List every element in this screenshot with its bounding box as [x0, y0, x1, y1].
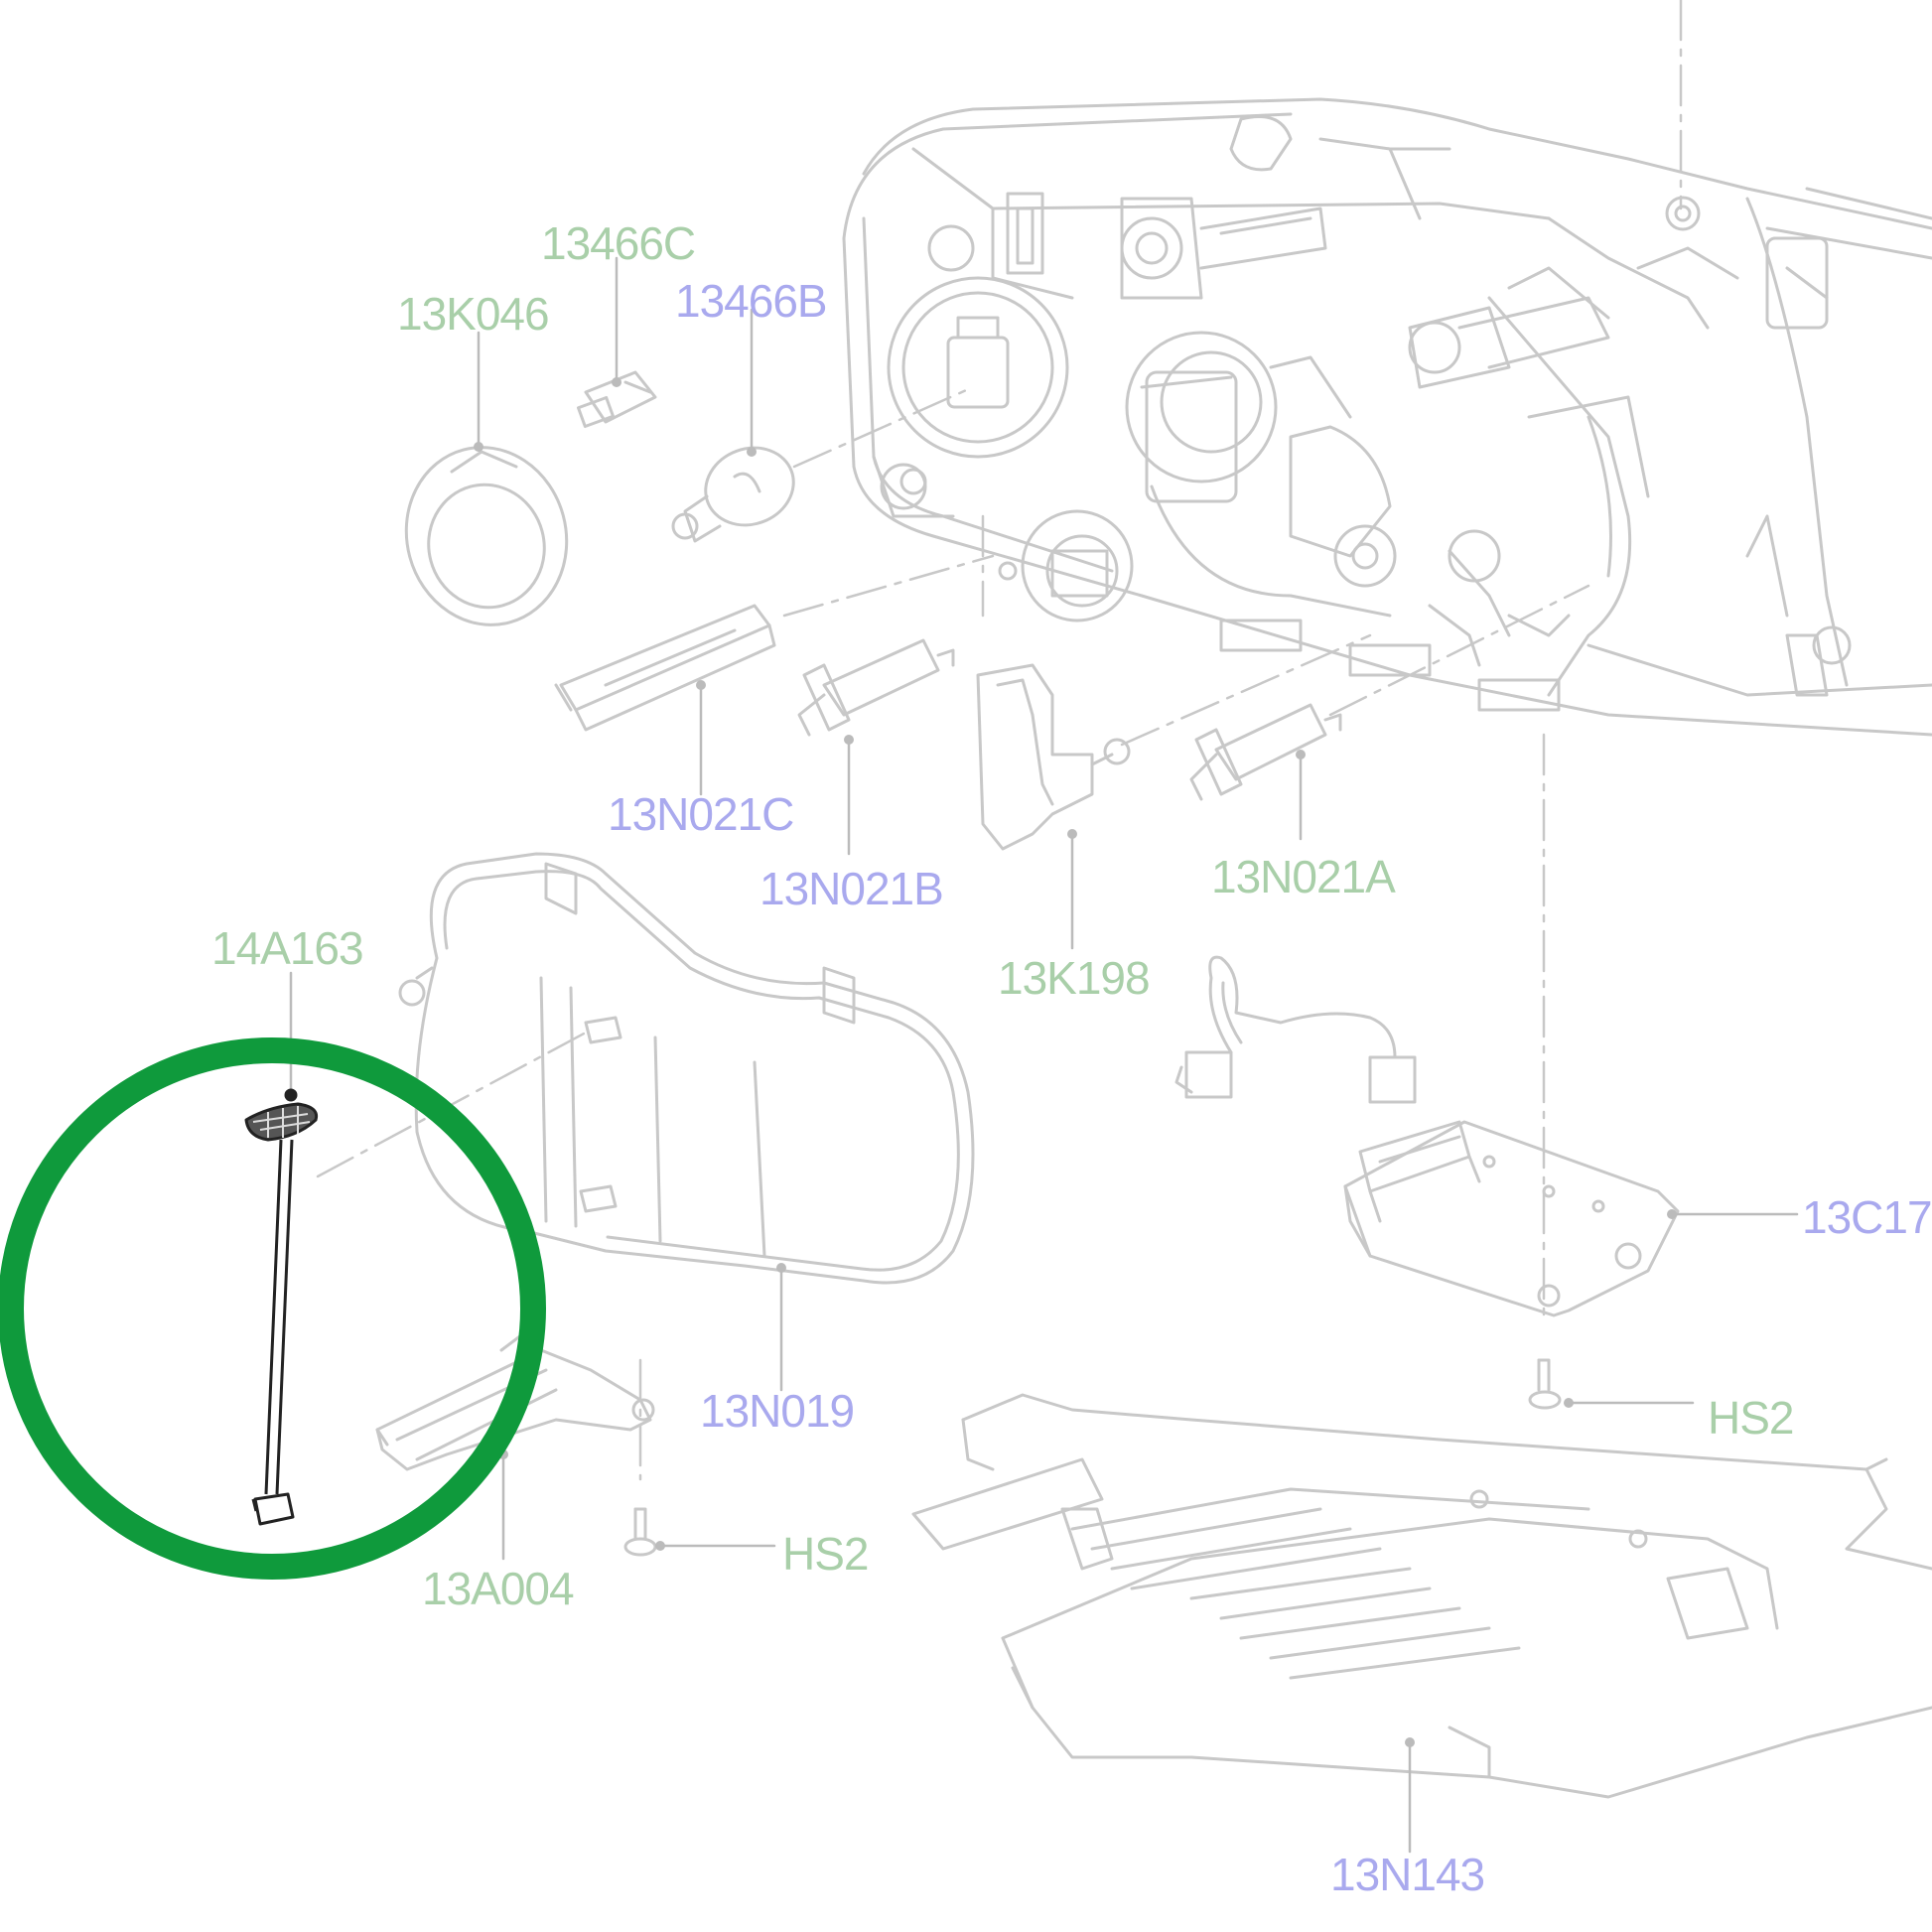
part-13N143-tray[interactable]	[911, 1393, 1932, 1799]
part-13466B-bulb[interactable]	[671, 436, 804, 543]
label-HS2-right[interactable]: HS2	[1708, 1392, 1794, 1444]
part-13K198-actuator[interactable]	[976, 663, 1131, 851]
part-13N019-cover[interactable]	[398, 852, 975, 1285]
label-14A163[interactable]: 14A163	[211, 922, 364, 974]
part-HS2-screw-right[interactable]	[1528, 1358, 1562, 1410]
label-13N019[interactable]: 13N019	[700, 1385, 855, 1437]
highlight-circle	[0, 1037, 546, 1580]
part-HS2-screw-left[interactable]	[623, 1507, 657, 1557]
part-13K046-cap[interactable]	[386, 429, 586, 642]
label-13A004[interactable]: 13A004	[422, 1563, 575, 1614]
label-HS2-left[interactable]: HS2	[782, 1528, 869, 1580]
label-13466C[interactable]: 13466C	[541, 217, 696, 269]
label-13K198[interactable]: 13K198	[998, 952, 1151, 1004]
label-13466B[interactable]: 13466B	[675, 275, 828, 327]
wiring-lead[interactable]	[1174, 955, 1417, 1104]
label-13C17[interactable]: 13C17	[1802, 1191, 1932, 1243]
label-13N021C[interactable]: 13N021C	[608, 788, 794, 840]
part-13N021B-bulb[interactable]	[797, 638, 955, 737]
label-13N143[interactable]: 13N143	[1330, 1849, 1485, 1900]
label-13K046[interactable]: 13K046	[397, 288, 550, 340]
part-14A163-harness[interactable]	[244, 1088, 319, 1526]
label-13N021B[interactable]: 13N021B	[759, 863, 944, 914]
part-13N021C-bulb[interactable]	[554, 604, 776, 732]
part-13C17-ballast[interactable]	[1343, 1120, 1680, 1317]
label-13N021A[interactable]: 13N021A	[1211, 851, 1396, 902]
headlamp-housing[interactable]	[842, 97, 1932, 737]
part-13N021A-bulb[interactable]	[1189, 703, 1342, 801]
